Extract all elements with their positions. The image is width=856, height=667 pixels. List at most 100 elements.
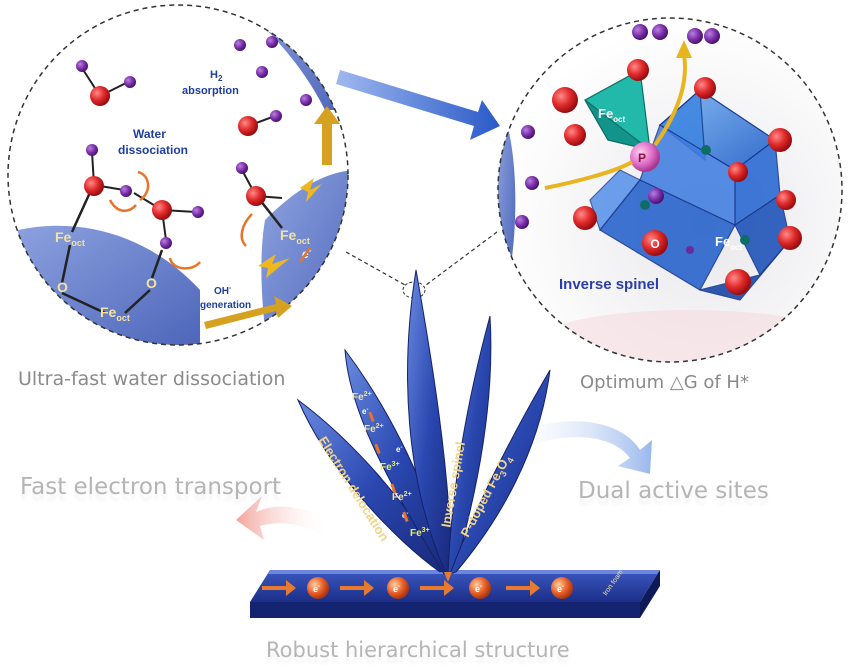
reaction-arrows-left xyxy=(108,170,312,270)
atom-h xyxy=(270,110,282,122)
leaf-electron: e- xyxy=(396,445,402,454)
h2-release-arrow xyxy=(314,106,340,165)
atom-h xyxy=(648,188,664,204)
atoms-right xyxy=(515,24,802,295)
atom-h xyxy=(652,24,668,40)
atom-o xyxy=(725,269,751,295)
base-electron: e- xyxy=(313,584,320,594)
atom-h xyxy=(687,28,703,44)
fe-ion-label: Fe3+ xyxy=(410,527,430,539)
atom-h xyxy=(525,176,539,190)
atom-o xyxy=(573,206,597,230)
bond xyxy=(150,249,164,279)
inverse-spinel-label: Inverse spinel xyxy=(559,276,659,293)
atom-o xyxy=(694,77,716,99)
lightning-icon xyxy=(300,178,322,202)
base-electron: e- xyxy=(475,584,482,594)
base-electron: e- xyxy=(393,584,400,594)
connector-line xyxy=(425,231,498,286)
bond xyxy=(259,199,283,229)
surface-o-label-1: O xyxy=(57,279,68,295)
atom-h xyxy=(160,237,172,249)
atom-h xyxy=(300,94,312,106)
leaf-electron-arrows xyxy=(368,411,409,523)
node xyxy=(740,235,750,245)
atom-h xyxy=(124,76,136,88)
atom-o xyxy=(246,186,266,206)
active-sites-arrow xyxy=(500,421,652,474)
bond xyxy=(60,244,72,284)
left-circle xyxy=(7,4,349,346)
bond xyxy=(124,289,151,314)
atom-h xyxy=(256,66,268,78)
fe-oct-label-tetra: Feoct xyxy=(598,106,626,124)
fe-oct-label-2: Feoct xyxy=(100,304,130,323)
fe-oct-label-oct: Feoct xyxy=(715,234,743,252)
leaves xyxy=(296,269,551,582)
atoms-left xyxy=(76,36,312,249)
water-label: Water xyxy=(133,127,166,141)
atom-o xyxy=(728,162,748,182)
bond xyxy=(70,187,94,233)
transfer-arrow xyxy=(336,70,500,140)
node xyxy=(686,246,694,254)
node xyxy=(701,145,711,155)
atom-p xyxy=(630,142,660,172)
fast-electron-caption: Fast electron transport xyxy=(20,474,282,500)
atom-o xyxy=(152,200,172,220)
optimum-dg-caption: Optimum △G of H* xyxy=(580,372,749,393)
atom-o xyxy=(564,124,586,146)
fe-ion-label: Fe3+ xyxy=(380,461,400,473)
fe-oct-label-1: Feoct xyxy=(55,229,85,248)
generation-label: generation xyxy=(200,300,251,311)
atom-h xyxy=(266,36,278,48)
arrow-head xyxy=(676,40,692,58)
h2-release-arrow-right xyxy=(653,54,687,147)
dissociation-label: dissociation xyxy=(118,143,188,157)
atom-o xyxy=(238,116,258,136)
atom-h xyxy=(236,162,248,174)
atom-o xyxy=(627,59,649,81)
atom-h xyxy=(76,60,88,72)
base-electron-flow xyxy=(262,577,573,599)
atom-o xyxy=(84,176,104,196)
node xyxy=(640,200,650,210)
atom-h xyxy=(704,28,720,44)
water-dissociation-caption: Ultra-fast water dissociation xyxy=(18,368,286,390)
atom-o xyxy=(778,226,802,250)
spinel-octahedra xyxy=(584,69,791,301)
oh-generation-arrow xyxy=(204,296,292,329)
fe-ion-label: Fe2+ xyxy=(364,423,384,435)
atom-h xyxy=(86,144,98,156)
leaf-electron: e- xyxy=(362,407,368,416)
fe-oct-label-3: Feoct xyxy=(280,227,310,246)
electron-transport-arrow xyxy=(236,496,330,540)
absorption-label: absorption xyxy=(182,85,239,97)
fe-ion-label: Fe2+ xyxy=(392,491,412,503)
atom-o xyxy=(90,86,110,106)
atom-o xyxy=(642,230,668,256)
atom-h xyxy=(632,24,648,40)
h-adsorption-arrow xyxy=(544,160,634,190)
zoom-marker xyxy=(402,281,426,299)
atom-h xyxy=(192,206,204,218)
oh-label: OH- xyxy=(214,285,232,297)
atom-h xyxy=(120,185,132,197)
atom-h xyxy=(521,125,535,139)
h2-absorption-label: H2 xyxy=(210,69,223,83)
robust-structure-caption: Robust hierarchical structure xyxy=(266,638,570,662)
p-atom-label: P xyxy=(638,151,646,165)
bond xyxy=(61,291,106,315)
base-electron: e- xyxy=(557,584,564,594)
atom-o xyxy=(768,128,792,152)
atom-o xyxy=(776,190,796,210)
atom-h xyxy=(234,39,246,51)
dual-sites-caption: Dual active sites xyxy=(578,478,769,504)
o-atom-label: O xyxy=(650,237,659,251)
atom-o xyxy=(552,87,578,113)
connector-line xyxy=(345,251,406,286)
atom-h xyxy=(515,215,529,229)
lightning-icon xyxy=(258,254,290,278)
fe-ion-label: Fe2+ xyxy=(352,391,372,403)
